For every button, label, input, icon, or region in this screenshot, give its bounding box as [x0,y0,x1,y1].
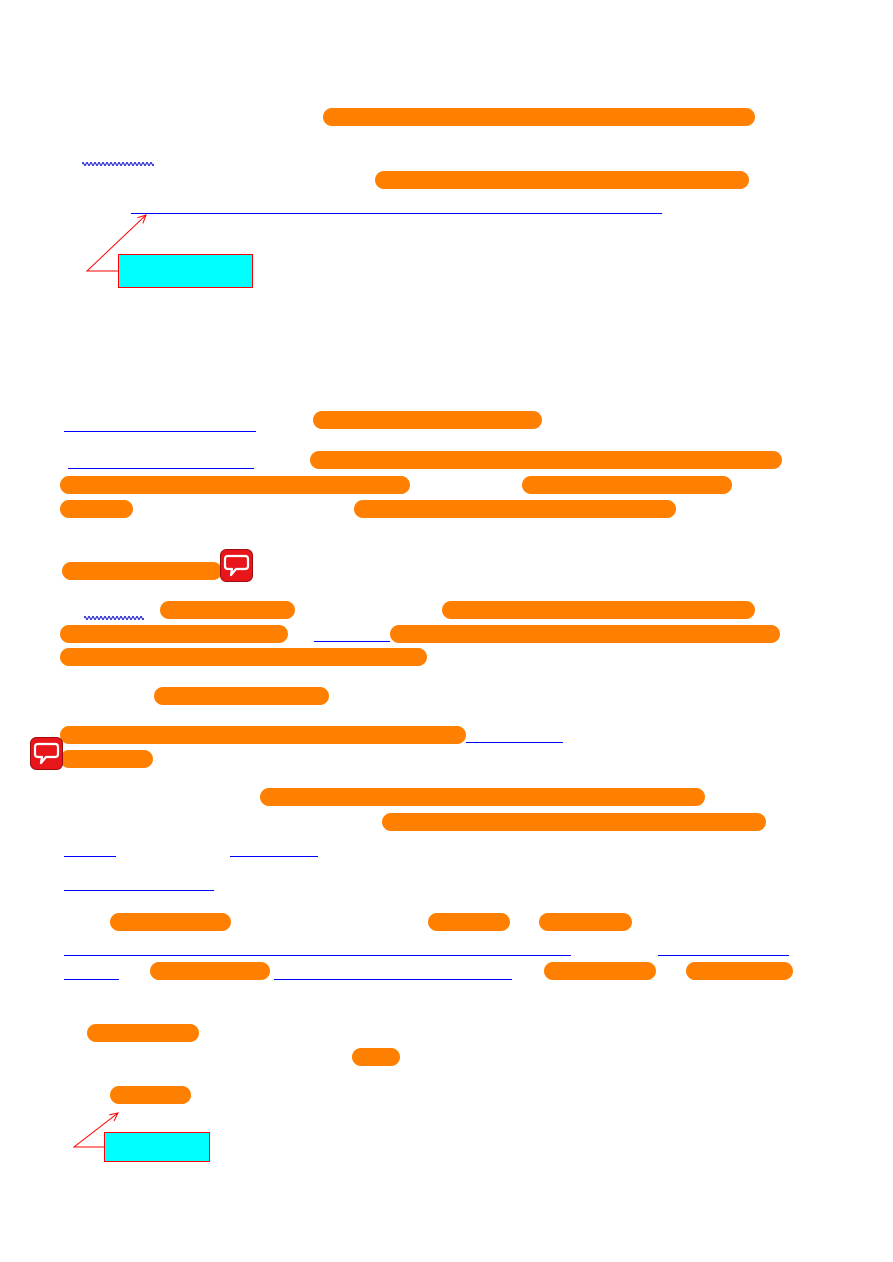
hyperlink-underline[interactable] [64,856,116,857]
highlighted-text-span [150,962,270,980]
highlighted-text-span [428,913,510,931]
highlighted-text-span [539,913,632,931]
annotation-note-box[interactable] [118,254,253,288]
hyperlink-underline[interactable] [64,890,214,891]
highlighted-text-span [442,601,755,619]
highlighted-text-span [310,451,782,469]
highlighted-text-span [160,601,295,619]
hyperlink-underline[interactable] [466,742,563,743]
highlighted-text-span [60,750,153,768]
highlighted-text-span [390,625,780,643]
hyperlink-underline[interactable] [314,641,390,642]
highlighted-text-span [544,962,656,980]
hyperlink-underline[interactable] [64,431,256,432]
highlighted-text-span [60,500,133,518]
hyperlink-underline[interactable] [230,856,318,857]
hyperlink-underline[interactable] [64,955,571,956]
highlighted-text-span [62,562,222,580]
highlighted-text-span [110,913,231,931]
highlighted-text-span [352,1048,400,1066]
highlighted-text-span [60,648,427,666]
hyperlink-underline[interactable] [64,979,119,980]
highlighted-text-span [60,476,410,494]
annotation-note-box[interactable] [104,1132,210,1162]
speech-bubble-comment-icon[interactable] [220,549,253,582]
hyperlink-underline[interactable] [274,979,512,980]
hyperlink-underline[interactable] [658,955,789,956]
highlighted-text-span [686,962,793,980]
highlighted-text-span [323,108,755,126]
highlighted-text-span [60,625,288,643]
hyperlink-underline[interactable] [131,213,662,214]
highlighted-text-span [110,1086,191,1104]
highlighted-text-span [354,500,676,518]
spelling-underline [84,616,144,620]
highlighted-text-span [154,687,329,705]
highlighted-text-span [60,726,466,744]
spelling-underline [82,162,154,166]
highlighted-text-span [382,813,766,831]
speech-bubble-comment-icon[interactable] [30,737,63,770]
highlighted-text-span [522,476,732,494]
highlighted-text-span [313,411,542,429]
highlighted-text-span [87,1024,199,1042]
highlighted-text-span [260,788,705,806]
hyperlink-underline[interactable] [68,468,254,469]
highlighted-text-span [375,171,749,189]
